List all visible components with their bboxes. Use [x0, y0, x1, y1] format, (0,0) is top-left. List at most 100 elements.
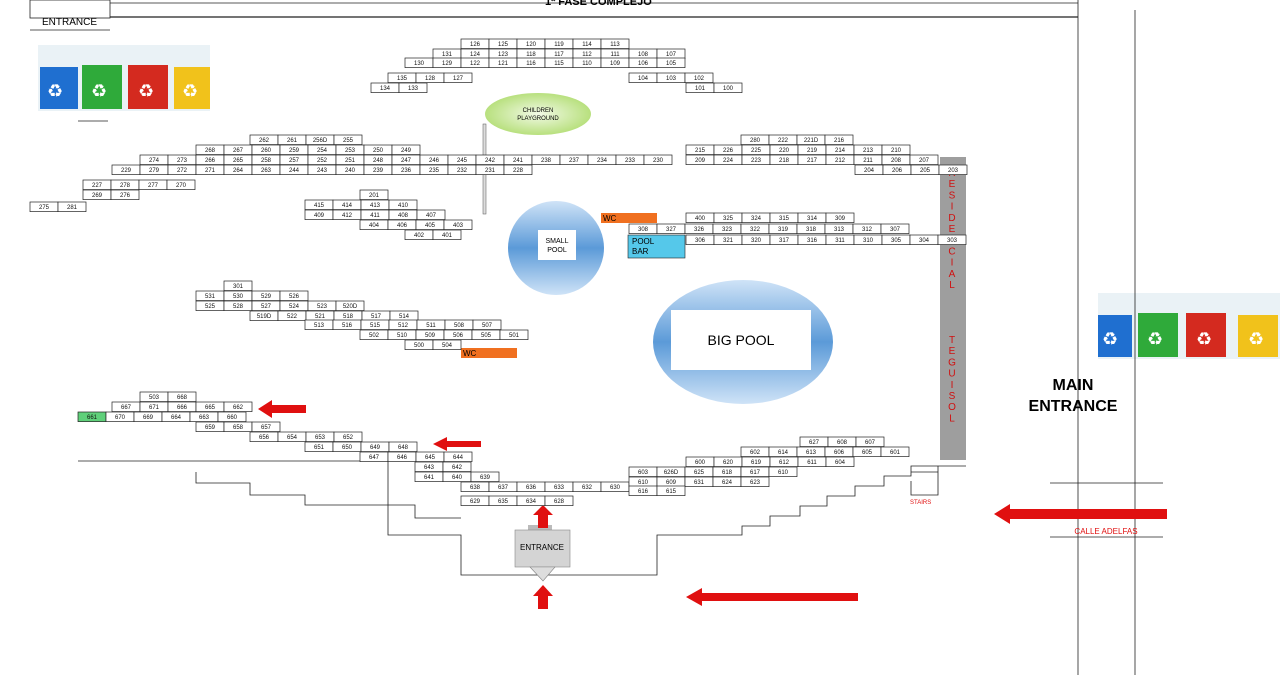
unit-123[interactable]: 123: [488, 48, 518, 59]
unit-214[interactable]: 214: [825, 144, 855, 155]
unit-244[interactable]: 244: [279, 164, 309, 175]
unit-501[interactable]: 501: [499, 329, 529, 340]
unit-cell[interactable]: [223, 401, 253, 412]
unit-106[interactable]: 106: [628, 57, 658, 68]
unit-215[interactable]: 215: [685, 144, 715, 155]
unit-cell[interactable]: [443, 72, 473, 83]
unit-280[interactable]: 280: [740, 134, 770, 145]
unit-250[interactable]: 250: [363, 144, 393, 155]
unit-611[interactable]: 611: [797, 456, 827, 467]
unit-cell[interactable]: [643, 154, 673, 165]
unit-410[interactable]: 410: [388, 199, 418, 210]
unit-522[interactable]: 522: [277, 310, 307, 321]
unit-267[interactable]: 267: [223, 144, 253, 155]
unit-414[interactable]: 414: [332, 199, 362, 210]
unit-666[interactable]: 666: [167, 401, 197, 412]
unit-240[interactable]: 240: [335, 164, 365, 175]
unit-cell[interactable]: [398, 82, 428, 93]
unit-cell[interactable]: [388, 199, 418, 210]
unit-323[interactable]: 323: [712, 223, 742, 234]
unit-521[interactable]: 521: [305, 310, 335, 321]
unit-201[interactable]: 201: [359, 189, 389, 200]
unit-523[interactable]: 523: [307, 300, 337, 311]
unit-320[interactable]: 320: [741, 234, 771, 245]
unit-115[interactable]: 115: [544, 57, 574, 68]
unit-275[interactable]: 275: [29, 201, 59, 212]
unit-228[interactable]: 228: [503, 164, 533, 175]
unit-327[interactable]: 327: [656, 223, 686, 234]
unit-530[interactable]: 530: [223, 290, 253, 301]
unit-122[interactable]: 122: [460, 57, 490, 68]
unit-607[interactable]: 607: [855, 436, 885, 447]
unit-cell[interactable]: [472, 319, 502, 330]
unit-261[interactable]: 261: [277, 134, 307, 145]
unit-637[interactable]: 637: [488, 481, 518, 492]
unit-cell[interactable]: [656, 57, 686, 68]
unit-278[interactable]: 278: [110, 179, 140, 190]
unit-257[interactable]: 257: [279, 154, 309, 165]
unit-310[interactable]: 310: [853, 234, 883, 245]
unit-cell[interactable]: [503, 164, 533, 175]
unit-cell[interactable]: [881, 144, 911, 155]
unit-668[interactable]: 668: [167, 391, 197, 402]
unit-107[interactable]: 107: [656, 48, 686, 59]
unit-307[interactable]: 307: [880, 223, 910, 234]
unit-cell[interactable]: [167, 391, 197, 402]
unit-cell[interactable]: [217, 411, 247, 422]
unit-210[interactable]: 210: [881, 144, 911, 155]
unit-272[interactable]: 272: [167, 164, 197, 175]
unit-647[interactable]: 647: [359, 451, 389, 462]
unit-cell[interactable]: [470, 471, 500, 482]
unit-223[interactable]: 223: [741, 154, 771, 165]
unit-cell[interactable]: [333, 431, 363, 442]
unit-217[interactable]: 217: [797, 154, 827, 165]
unit-513[interactable]: 513: [304, 319, 334, 330]
unit-667[interactable]: 667: [111, 401, 141, 412]
unit-262[interactable]: 262: [249, 134, 279, 145]
unit-266[interactable]: 266: [195, 154, 225, 165]
unit-401[interactable]: 401: [432, 229, 462, 240]
unit-cell[interactable]: [825, 212, 855, 223]
unit-cell[interactable]: [335, 300, 365, 311]
unit-504[interactable]: 504: [432, 339, 462, 350]
unit-524[interactable]: 524: [279, 300, 309, 311]
unit-cell[interactable]: [279, 290, 309, 301]
unit-505[interactable]: 505: [471, 329, 501, 340]
unit-317[interactable]: 317: [769, 234, 799, 245]
unit-271[interactable]: 271: [195, 164, 225, 175]
unit-411[interactable]: 411: [360, 209, 390, 220]
unit-628[interactable]: 628: [544, 495, 574, 506]
unit-658[interactable]: 658: [223, 421, 253, 432]
unit-225[interactable]: 225: [741, 144, 771, 155]
unit-602[interactable]: 602: [740, 446, 770, 457]
unit-403[interactable]: 403: [443, 219, 473, 230]
unit-514[interactable]: 514: [389, 310, 419, 321]
unit-236[interactable]: 236: [391, 164, 421, 175]
unit-664[interactable]: 664: [161, 411, 191, 422]
unit-242[interactable]: 242: [475, 154, 505, 165]
unit-316[interactable]: 316: [797, 234, 827, 245]
unit-402[interactable]: 402: [404, 229, 434, 240]
unit-619[interactable]: 619: [741, 456, 771, 467]
unit-243[interactable]: 243: [307, 164, 337, 175]
unit-cell[interactable]: [937, 234, 967, 245]
unit-264[interactable]: 264: [223, 164, 253, 175]
unit-cell[interactable]: [855, 436, 885, 447]
unit-219[interactable]: 219: [797, 144, 827, 155]
unit-222[interactable]: 222: [768, 134, 798, 145]
unit-254[interactable]: 254: [307, 144, 337, 155]
unit-211[interactable]: 211: [853, 154, 883, 165]
unit-309[interactable]: 309: [825, 212, 855, 223]
unit-601[interactable]: 601: [880, 446, 910, 457]
unit-cell[interactable]: [684, 72, 714, 83]
unit-528[interactable]: 528: [223, 300, 253, 311]
unit-118[interactable]: 118: [516, 48, 546, 59]
unit-270[interactable]: 270: [166, 179, 196, 190]
unit-120[interactable]: 120: [516, 38, 546, 49]
unit-511[interactable]: 511: [416, 319, 446, 330]
unit-650[interactable]: 650: [332, 441, 362, 452]
unit-408[interactable]: 408: [388, 209, 418, 220]
unit-661[interactable]: 661: [77, 411, 107, 422]
unit-129[interactable]: 129: [432, 57, 462, 68]
unit-306[interactable]: 306: [685, 234, 715, 245]
